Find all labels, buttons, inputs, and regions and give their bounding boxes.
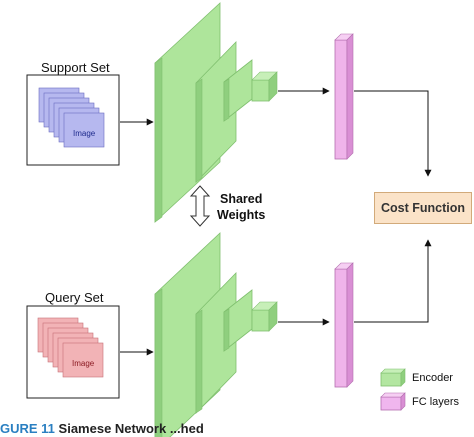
- query-image-stack: [37, 317, 104, 378]
- shared-weights-line2: Weights: [217, 208, 266, 222]
- support-image-stack: [38, 87, 105, 148]
- figure-caption: GURE 11 Siamese Network ...hed: [0, 421, 204, 436]
- support-set-label: Support Set: [41, 60, 110, 75]
- encoder-bottom: [154, 232, 278, 437]
- support-image-text: Image: [73, 129, 96, 138]
- legend-fc-label: FC layers: [412, 396, 460, 408]
- fc-bottom-to-cost-arrow: [354, 239, 432, 323]
- shared-weights-double-arrow: [189, 185, 211, 227]
- shared-weights-line1: Shared: [220, 192, 263, 206]
- figure-caption-text: Siamese Network ...hed: [58, 421, 204, 436]
- legend-fc-swatch: [380, 392, 406, 411]
- legend-encoder-swatch: [380, 368, 406, 387]
- shared-weights-label: Shared Weights: [217, 191, 265, 223]
- legend-encoder-label: Encoder: [412, 372, 453, 384]
- fc-layer-bottom: [334, 262, 354, 388]
- figure-number: GURE 11: [0, 421, 55, 436]
- query-image-text: Image: [72, 359, 95, 368]
- fc-layer-top: [334, 33, 354, 160]
- fc-top-to-cost-arrow: [354, 90, 432, 177]
- query-set-label: Query Set: [45, 290, 104, 305]
- cost-function-box: Cost Function: [374, 192, 472, 224]
- encoder-top: [154, 2, 278, 223]
